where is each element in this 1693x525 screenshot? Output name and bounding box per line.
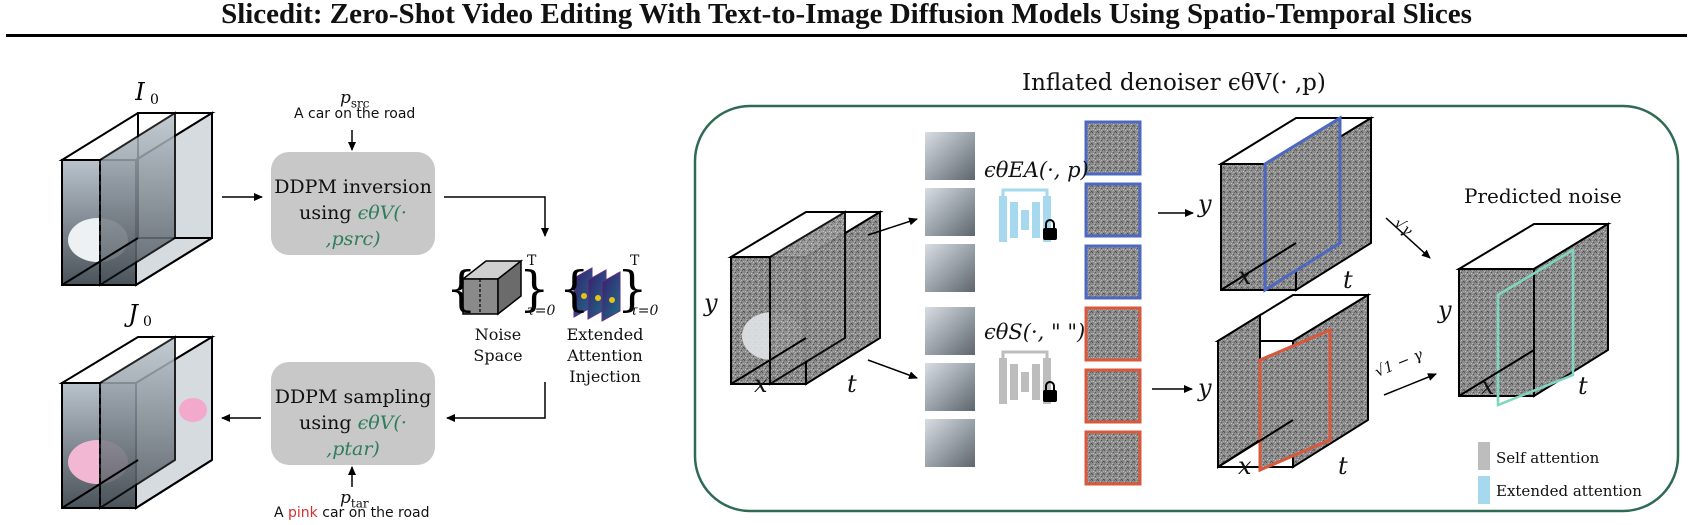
ddpm-inversion-using: using ϵθV(· ,psrc) <box>299 202 407 250</box>
target-prompt-text: A pink car on the road <box>274 505 430 521</box>
target-prompt-symbol: ptar <box>340 488 369 511</box>
s-noise-cube <box>1214 293 1372 473</box>
legend-swatch-extended-attention <box>1478 476 1490 504</box>
ea-cube-axis-t: t <box>1343 266 1353 294</box>
source-video-label-sub: 0 <box>150 92 159 108</box>
target-prompt-highlight: pink <box>288 505 318 521</box>
ddpm-sampling-box: DDPM sampling using ϵθV(· ,ptar) <box>271 362 435 465</box>
input-axis-y: y <box>704 289 718 317</box>
noise-brace-open: { <box>446 261 477 317</box>
attention-maps-stack <box>573 267 621 322</box>
ea-noise-cube <box>1217 115 1375 293</box>
ddpm-sampling-label: DDPM sampling <box>274 386 432 408</box>
self-attention-unet-icon <box>999 350 1057 404</box>
source-video-cube <box>58 111 216 287</box>
input-axis-t: t <box>847 370 857 398</box>
s-noise-outputs <box>1084 306 1142 486</box>
s-denoiser-fn: ϵθS(·, " ") <box>984 320 1086 344</box>
edited-video-label-sub: 0 <box>143 314 152 330</box>
title-rule <box>6 34 1687 37</box>
predicted-noise-label: Predicted noise <box>1464 184 1622 208</box>
ea-cube-axis-x: x <box>1238 262 1252 290</box>
inversion-denoiser-fn: ϵθV(· ,psrc) <box>325 202 407 250</box>
ea-cube-axis-y: y <box>1198 190 1212 218</box>
ddpm-inversion-box: DDPM inversion using ϵθV(· ,psrc) <box>271 152 435 255</box>
attn-brace-top: T <box>630 253 640 269</box>
pred-cube-axis-x: x <box>1481 372 1495 400</box>
attn-brace-open: { <box>559 261 590 317</box>
s-cube-axis-t: t <box>1338 452 1348 480</box>
legend-extended-attention-label: Extended attention <box>1496 482 1642 500</box>
source-prompt-symbol: psrc <box>340 88 370 111</box>
noisy-video-cube <box>727 210 884 386</box>
input-axis-x: x <box>754 370 768 398</box>
predicted-noise-cube <box>1455 222 1612 407</box>
paper-title: Slicedit: Zero-Shot Video Editing With T… <box>221 0 1472 30</box>
sampling-denoiser-fn: ϵθV(· ,ptar) <box>326 412 407 460</box>
edited-video-label: J <box>123 300 139 328</box>
noise-brace-bottom: τ=0 <box>527 303 556 319</box>
s-cube-axis-y: y <box>1198 374 1212 402</box>
ddpm-sampling-using: using ϵθV(· ,ptar) <box>299 412 407 460</box>
noise-brace-top: T <box>527 253 537 269</box>
inflated-denoiser-panel <box>693 104 1680 513</box>
attn-brace-bottom: τ=0 <box>630 303 659 319</box>
attn-brace-close: } <box>617 261 648 317</box>
legend-self-attention-label: Self attention <box>1496 449 1600 467</box>
ea-noise-outputs <box>1084 120 1142 300</box>
panel-title: Inflated denoiser ϵθV(· ,p) <box>1022 70 1326 96</box>
edited-video-cube <box>58 335 216 510</box>
legend-swatch-self-attention <box>1478 442 1490 470</box>
extended-attention-unet-icon <box>999 188 1057 242</box>
noise-brace-close: } <box>519 261 550 317</box>
s-cube-axis-x: x <box>1238 452 1252 480</box>
noise-space-cube <box>460 259 524 316</box>
spatial-frames-top <box>925 132 975 292</box>
pred-cube-axis-t: t <box>1578 372 1588 400</box>
source-prompt-text: A car on the road <box>294 106 416 122</box>
ea-denoiser-fn: ϵθEA(·, p) <box>984 158 1089 182</box>
pred-cube-axis-y: y <box>1438 296 1452 324</box>
source-video-label: I <box>134 78 145 106</box>
temporal-slices-bottom <box>925 307 975 467</box>
ddpm-inversion-label: DDPM inversion <box>274 176 432 198</box>
